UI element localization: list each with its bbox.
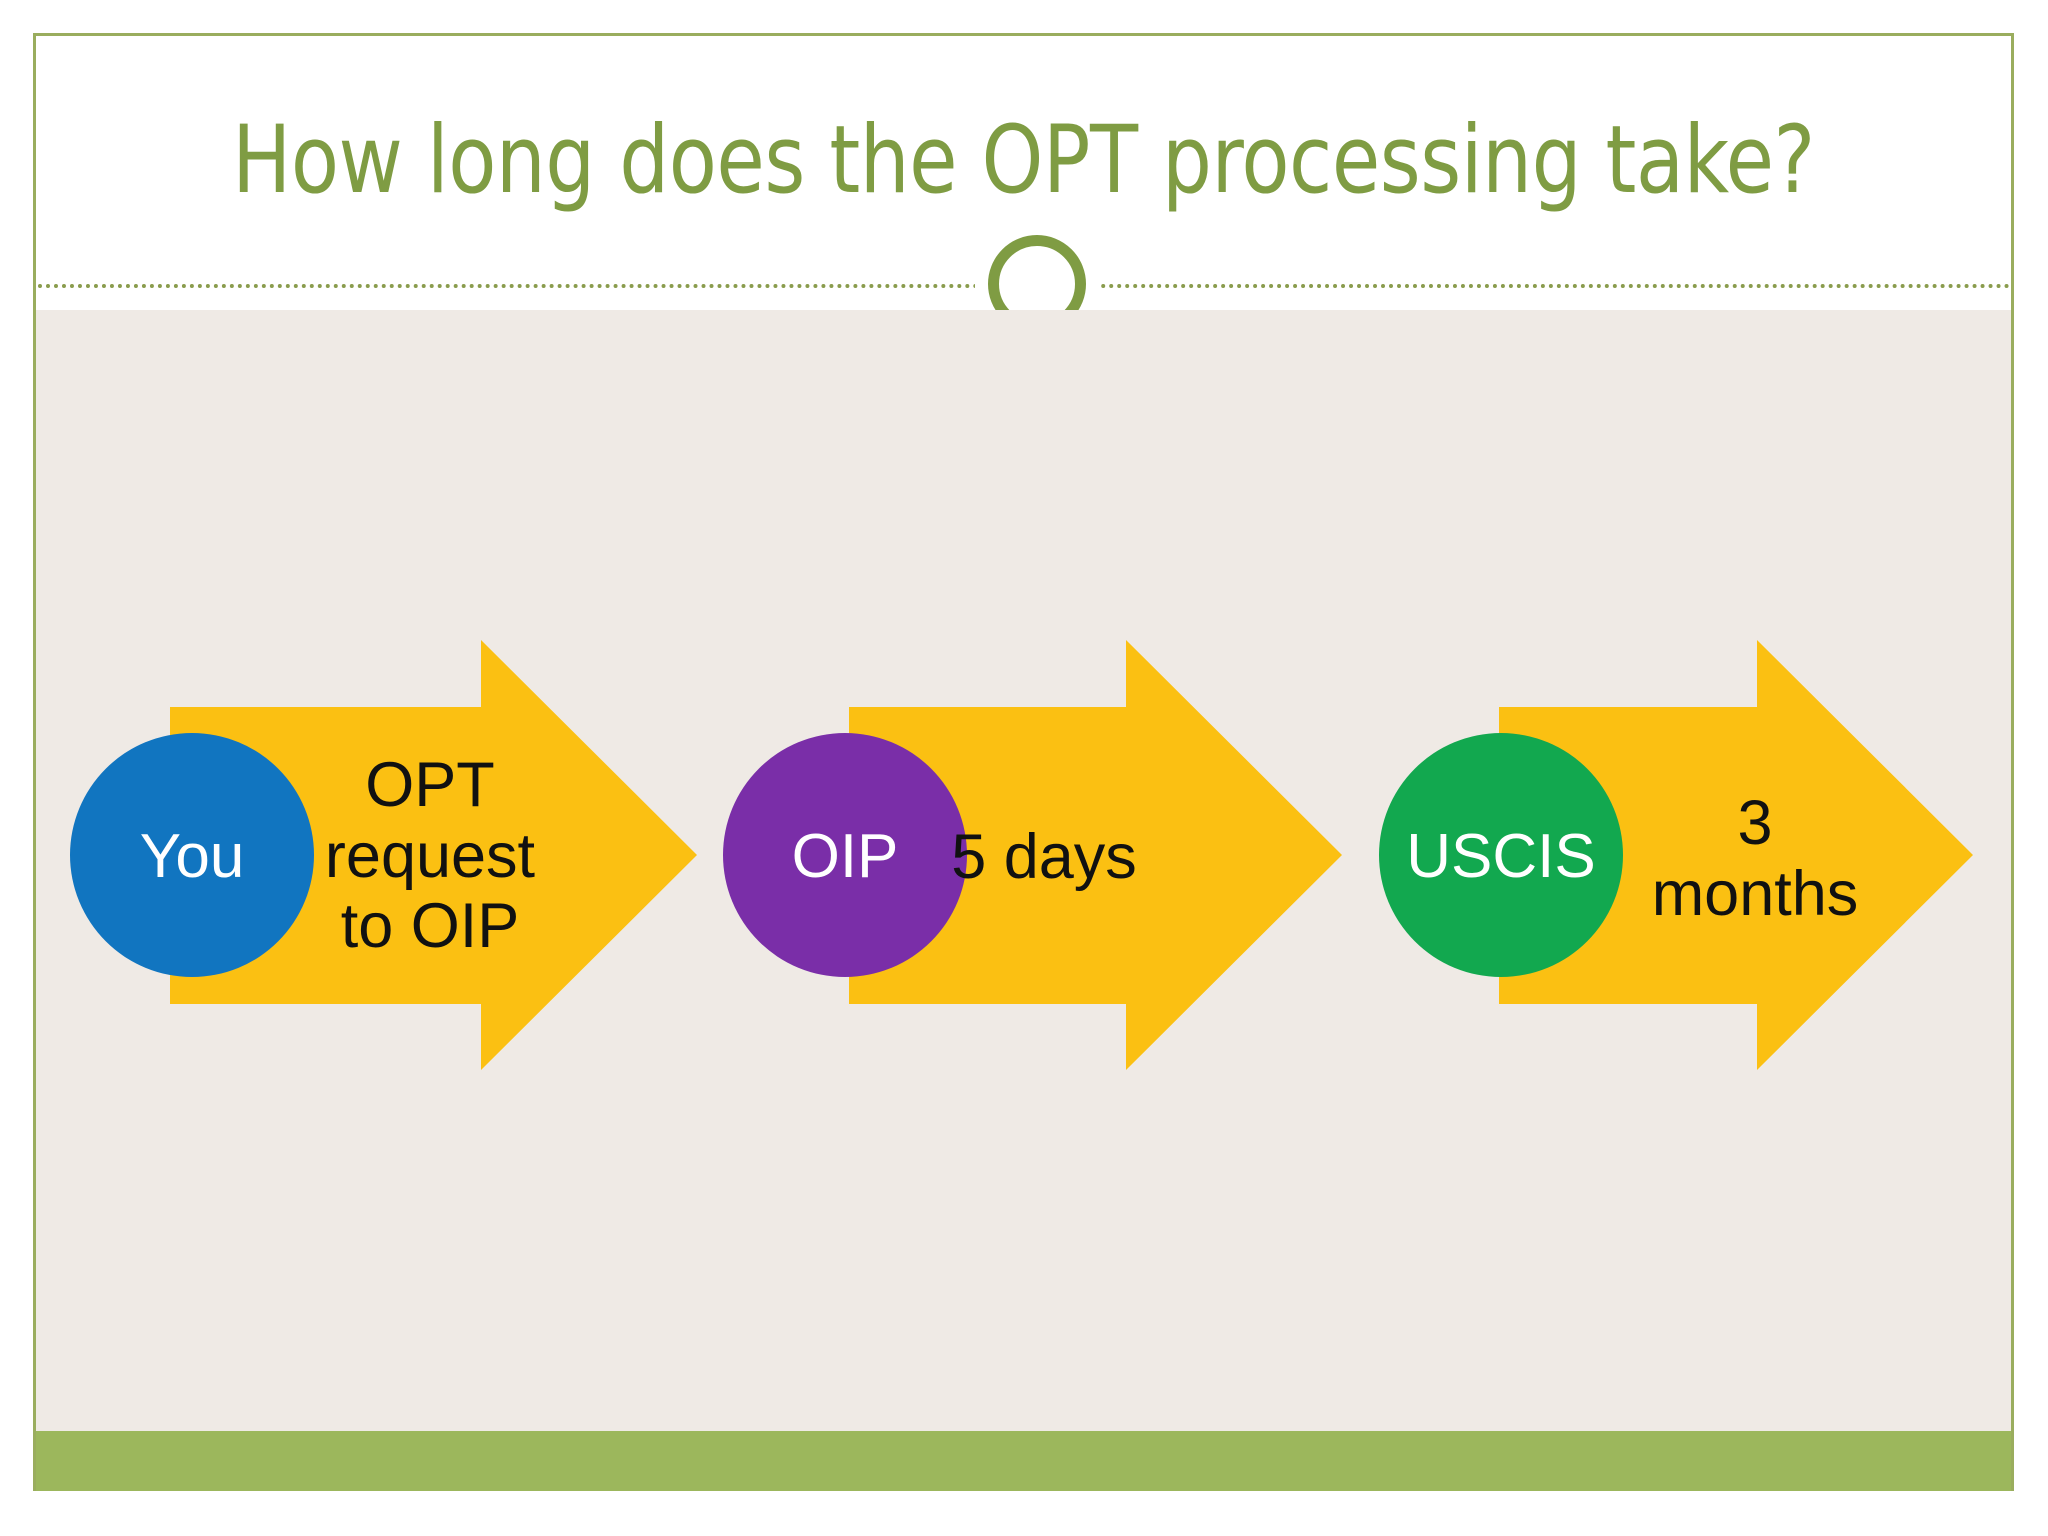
step-2-actor-circle-icon[interactable] xyxy=(723,733,967,977)
page-title: How long does the OPT processing take? xyxy=(232,106,1815,215)
step-1-actor-circle-icon[interactable] xyxy=(70,733,314,977)
step-1-duration-line-2: request xyxy=(324,820,536,891)
step-3-duration-line-2: months xyxy=(1651,858,1859,929)
step-2-actor-label: OIP xyxy=(791,822,899,891)
step-2-arrow-icon[interactable] xyxy=(849,640,1342,1070)
step-3-duration-label: 3 months xyxy=(1610,788,1900,929)
process-step-2[interactable] xyxy=(723,640,1342,1070)
step-3-duration-line-1: 3 xyxy=(1737,788,1773,858)
process-step-3[interactable] xyxy=(1379,640,1973,1070)
step-1-duration-line-1: OPT xyxy=(365,750,495,820)
step-1-actor-label: You xyxy=(139,822,245,891)
process-step-1[interactable] xyxy=(70,640,697,1070)
step-2-duration-label: 5 days xyxy=(888,822,1200,893)
bottom-accent-band xyxy=(36,1431,2011,1491)
step-3-arrow-icon[interactable] xyxy=(1499,640,1973,1070)
step-1-duration-label: OPT request to OIP xyxy=(300,750,560,962)
step-3-actor-label: USCIS xyxy=(1406,822,1596,891)
step-2-duration-line-1: 5 days xyxy=(951,822,1137,892)
step-1-duration-line-3: to OIP xyxy=(340,891,520,962)
step-1-arrow-icon[interactable] xyxy=(170,640,697,1070)
step-3-actor-circle-icon[interactable] xyxy=(1379,733,1623,977)
